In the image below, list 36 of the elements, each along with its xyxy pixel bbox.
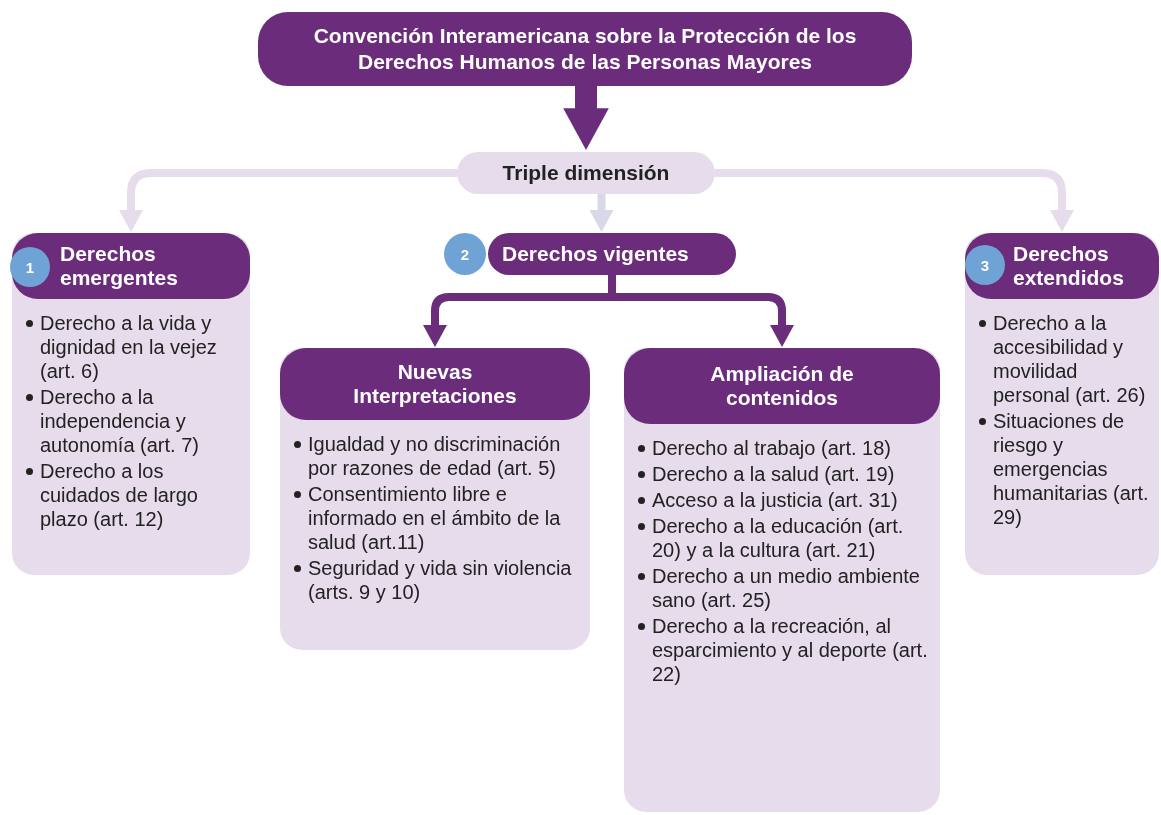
category-header — [488, 233, 736, 275]
category-card — [280, 348, 590, 650]
header-label: Derechos extendidos — [1013, 242, 1125, 290]
dimension-pill — [457, 152, 715, 194]
number-badge — [444, 233, 486, 275]
header-label: Nuevas Interpretaciones — [352, 360, 518, 408]
list-item: Derecho a la accesibilidad y movilidad personal (art. 26) — [977, 311, 1151, 407]
title-text: Convención Interamericana sobre la Protección de los Derechos Humanos de las Personas Mayores — [312, 23, 858, 75]
list-item: Igualdad y no discriminación por razones de edad (art. 5) — [292, 432, 582, 480]
arrow — [589, 194, 614, 232]
list-item: Derecho a los cuidados de largo plazo (art. 12) — [24, 459, 242, 531]
pill-label: Triple dimensión — [502, 161, 670, 185]
list-item: Derecho al trabajo (art. 18) — [636, 436, 932, 460]
header-label: Ampliación de contenidos — [709, 362, 855, 410]
list-item: Seguridad y vida sin violencia (arts. 9 y 10) — [292, 556, 582, 604]
list-item: Acceso a la justicia (art. 31) — [636, 488, 932, 512]
badge-number: 3 — [980, 256, 990, 274]
list-item: Derecho a la vida y dignidad en la vejez (art. 6) — [24, 311, 242, 383]
arrow — [119, 169, 457, 232]
list-item: Consentimiento libre e informado en el ámbito de la salud (art.11) — [292, 482, 582, 554]
badge-number: 2 — [460, 245, 470, 263]
header-label: Derechos emergentes — [60, 242, 179, 290]
badge-number: 1 — [25, 258, 35, 276]
header-label: Derechos vigentes — [502, 242, 689, 266]
list-item: Derecho a un medio ambiente sano (art. 25) — [636, 564, 932, 612]
arrow — [715, 169, 1074, 232]
category-card — [12, 233, 250, 575]
list-item: Derecho a la educación (art. 20) y a la cultura (art. 21) — [636, 514, 932, 562]
list-item: Derecho a la salud (art. 19) — [636, 462, 932, 486]
list-item: Situaciones de riesgo y emergencias humanitarias (art. 29) — [977, 409, 1151, 529]
arrow — [563, 86, 609, 151]
category-card — [965, 233, 1159, 575]
title-banner — [258, 12, 912, 86]
list-item: Derecho a la independencia y autonomía (art. 7) — [24, 385, 242, 457]
list-item: Derecho a la recreación, al esparcimiento y al deporte (art. 22) — [636, 614, 932, 686]
category-card — [624, 348, 940, 812]
